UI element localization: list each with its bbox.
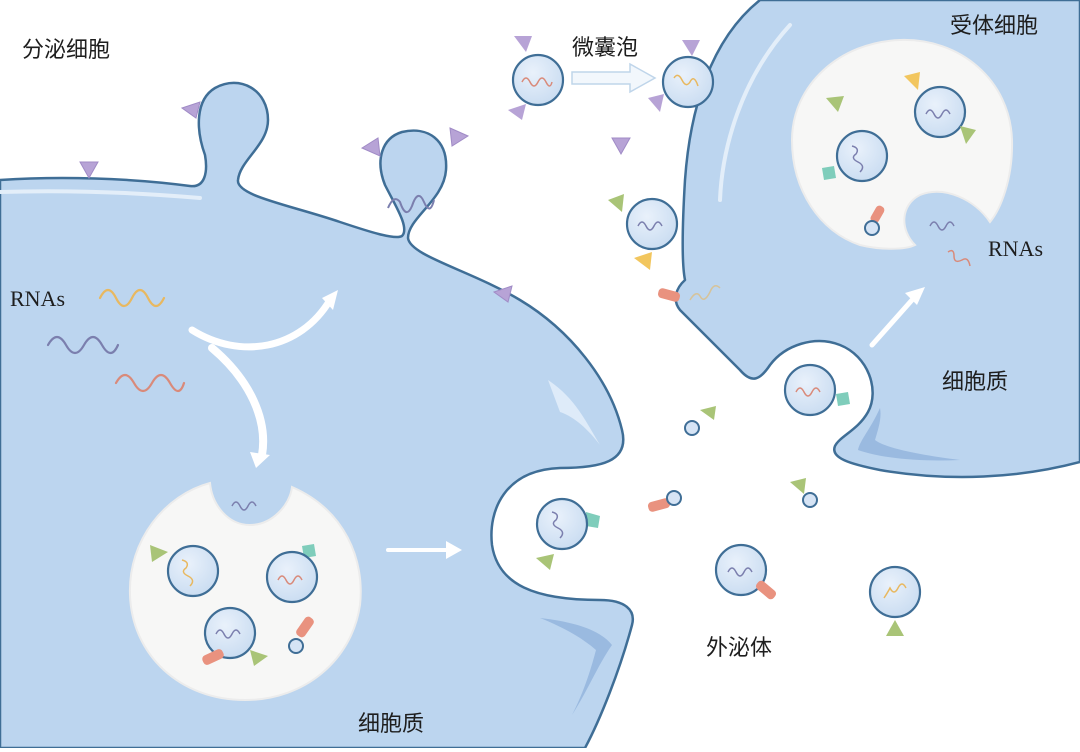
label-cytoplasm-right: 细胞质 (942, 370, 1009, 395)
microvesicle-3 (608, 194, 679, 270)
flow-arrows (188, 287, 925, 559)
label-rnas-left: RNAs (10, 286, 66, 311)
recipient-mvb-body (790, 38, 1014, 250)
arrow-to-cytoplasm (869, 297, 915, 348)
label-exosome: 外泌体 (706, 636, 773, 661)
arrow-to-membrane (188, 296, 334, 351)
membrane-protein (657, 288, 681, 302)
mvb-left-contents (150, 501, 319, 666)
label-microvesicle: 微囊泡 (572, 36, 639, 61)
rna-entering (689, 285, 721, 301)
rna-strands-left (46, 288, 186, 393)
microvesicle-arrow (571, 62, 657, 94)
label-cytoplasm-left: 细胞质 (358, 712, 425, 737)
mvb-right-contents (822, 72, 976, 267)
membrane-ligands (79, 101, 631, 303)
exosome-free-2 (868, 565, 922, 636)
exosome-free-1 (714, 543, 777, 600)
recipient-mvb (790, 38, 1014, 250)
rna-in-bud (387, 195, 435, 213)
free-proteins (647, 406, 818, 512)
exosome-release-pocket (535, 497, 600, 570)
microvesicle-2 (648, 40, 715, 112)
arrow-to-mvb (208, 344, 268, 459)
label-secreting-cell: 分泌细胞 (22, 38, 111, 63)
exosome-entering-recipient (783, 363, 850, 417)
label-recipient-cell: 受体细胞 (950, 14, 1039, 39)
label-rnas-right: RNAs (988, 236, 1044, 261)
microvesicle-1 (508, 36, 565, 120)
